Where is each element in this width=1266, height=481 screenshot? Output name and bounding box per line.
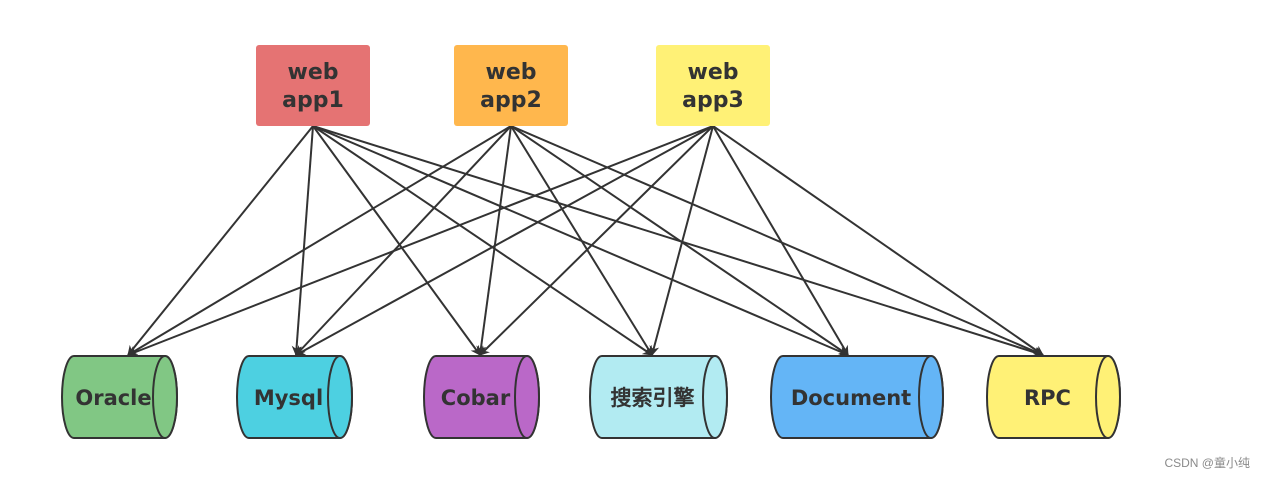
edge-app2-document [510,125,849,356]
node-label: app2 [480,88,542,113]
cylinder-cap [514,355,540,439]
node-label: web [486,60,537,85]
edge-app1-mysql [291,125,314,356]
node-label: Cobar [441,386,511,410]
node-label: 搜索引擎 [611,386,695,410]
cylinder-cap [152,355,178,439]
cylinder-cap [918,355,944,439]
edge-app2-rpc [510,125,1044,357]
edge-app3-mysql [295,125,714,356]
edge-app3-search [649,125,714,356]
node-label: RPC [1024,386,1071,410]
edge-app2-mysql [295,125,512,356]
node-box [454,45,568,126]
node-label: app3 [682,88,744,113]
node-search[interactable]: 搜索引擎 [589,355,728,439]
node-rpc[interactable]: RPC [986,355,1121,439]
edge-app3-oracle [127,125,714,357]
edge-app1-oracle [127,125,314,356]
edge-app2-cobar [476,125,512,356]
node-app1[interactable]: web app1 [256,45,370,126]
node-label: web [288,60,339,85]
edge-app2-oracle [127,125,512,356]
node-label: app1 [282,88,344,113]
node-box [256,45,370,126]
edge-app3-rpc [712,125,1044,356]
edges-layer [127,125,1044,358]
node-app3[interactable]: web app3 [656,45,770,126]
node-app2[interactable]: web app2 [454,45,568,126]
cylinder-cap [1095,355,1121,439]
edge-app2-search [510,125,653,356]
edge-app3-document [712,125,849,356]
node-cobar[interactable]: Cobar [423,355,540,439]
node-label: web [688,60,739,85]
node-label: Oracle [75,386,151,410]
node-label: Mysql [254,386,323,410]
edge-app1-search [312,125,653,356]
watermark: CSDN @童小纯 [1164,456,1250,470]
cylinder-cap [327,355,353,439]
cylinder-cap [702,355,728,439]
node-oracle[interactable]: Oracle [61,355,178,439]
edge-app3-cobar [479,125,714,356]
node-label: Document [791,386,911,410]
node-document[interactable]: Document [770,355,944,439]
node-box [656,45,770,126]
edge-app1-cobar [312,125,481,356]
node-mysql[interactable]: Mysql [236,355,353,439]
backends-layer: Oracle Mysql Cobar 搜索引擎 Document RPC [61,355,1121,439]
apps-layer: web app1 web app2 web app3 [256,45,770,126]
